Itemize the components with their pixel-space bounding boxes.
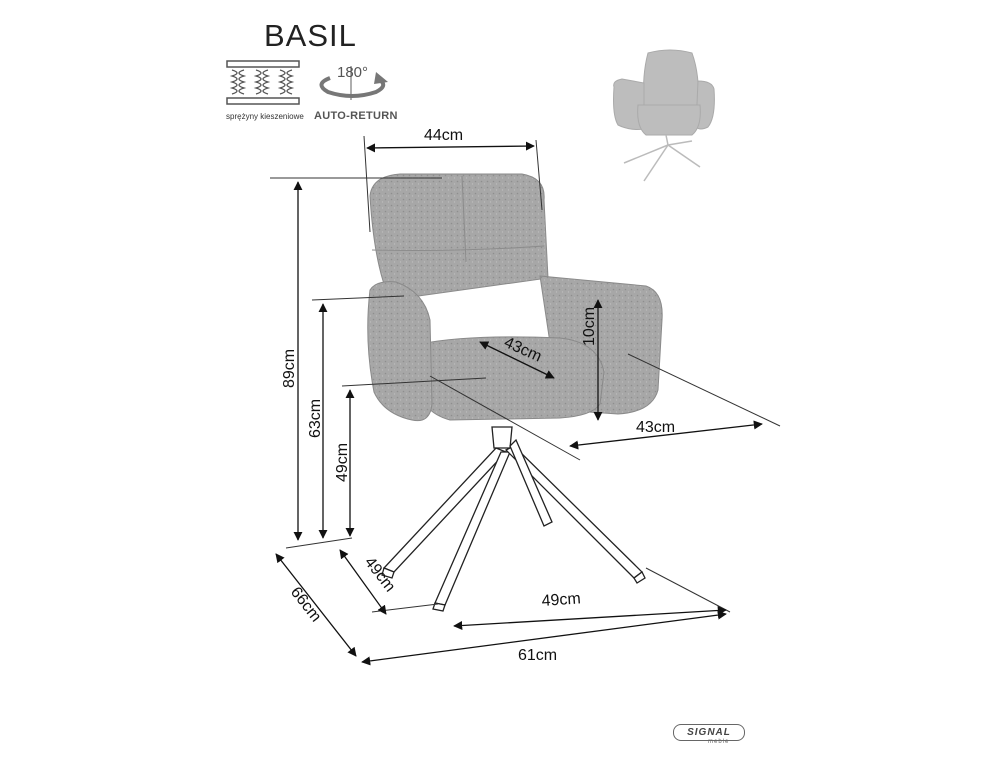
dim-seat-width-arrow [569, 420, 763, 450]
dim-total-depth-arrow [275, 553, 357, 657]
dim-base-width-arrow [453, 605, 727, 631]
dim-armrest-height-label: 63cm [307, 399, 324, 438]
dim-total-width-label: 61cm [518, 647, 557, 664]
rotation-icon [319, 66, 388, 100]
signal-logo: SIGNAL [673, 724, 745, 741]
dim-total-depth-label: 66cm [287, 584, 324, 625]
dim-back-width-label: 44cm [424, 127, 463, 144]
dim-total-width-arrow [361, 610, 727, 666]
dim-base-width-label: 49cm [541, 590, 581, 610]
springs-label: sprężyny kieszeniowe [226, 112, 304, 121]
rotation-degree: 180° [337, 64, 369, 81]
chair-legs [381, 426, 646, 612]
dim-seat-width-label: 43cm [636, 419, 675, 436]
dim-seat-depth-arrow [479, 341, 555, 379]
signal-logo-sub: meble [708, 739, 730, 745]
chair-body [367, 173, 663, 422]
pocket-springs-icon [226, 60, 300, 105]
dim-seat-height-label: 49cm [334, 443, 351, 482]
dim-total-height-label: 89cm [281, 349, 298, 388]
product-title: BASIL [264, 18, 357, 53]
dim-back-width-arrow [366, 141, 535, 153]
auto-return-label: AUTO-RETURN [314, 110, 398, 122]
chair-back-preview-image [613, 49, 715, 182]
dim-armrest-over-seat-label: 10cm [581, 307, 598, 346]
